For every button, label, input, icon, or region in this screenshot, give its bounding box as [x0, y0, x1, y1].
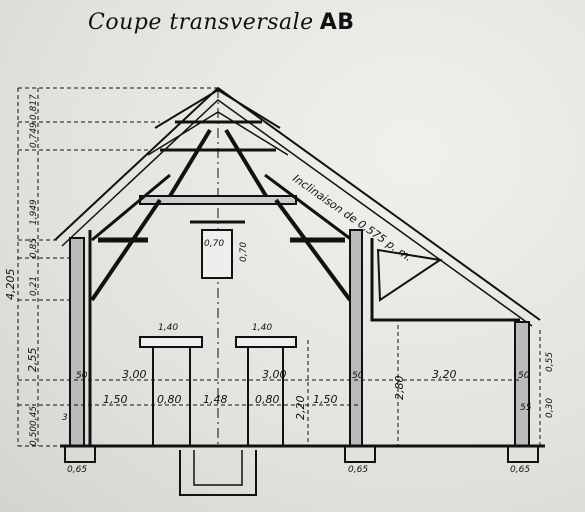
dim-row2-c: 1,48 — [203, 393, 228, 406]
dim-lantern: 0,749 — [29, 122, 39, 148]
dim-row1-f: 50 — [76, 371, 88, 381]
dim-row2-e: 1,50 — [313, 393, 338, 406]
dim-row2-b: 0,80 — [157, 393, 182, 406]
footing-left: 0,65 — [67, 465, 87, 475]
footing-middle: 0,65 — [348, 465, 368, 475]
dim-row2-d: 0,80 — [255, 393, 280, 406]
dim-row1-e: 50 — [518, 371, 530, 381]
dim-row1-b: 3,00 — [262, 368, 287, 381]
dim-row1-d: 3,20 — [432, 368, 457, 381]
dim-wall-height: 2,55 — [26, 348, 39, 373]
dim-small-3: 3 — [62, 413, 68, 423]
lantern-height: 0,70 — [239, 242, 249, 262]
dim-row2-a: 1,50 — [103, 393, 128, 406]
title-suffix: AB — [319, 10, 355, 35]
height-030: 0,30 — [545, 398, 555, 418]
dim-row1-a: 3,00 — [122, 368, 147, 381]
dim-row1-c: 50 — [352, 371, 364, 381]
title-text: Coupe transversale — [88, 10, 314, 35]
height-220: 2,20 — [294, 396, 307, 421]
dim-ridge: 0,817 — [29, 94, 39, 120]
roof-outline — [54, 86, 541, 321]
table-width-left: 1,40 — [158, 323, 178, 333]
dim-045: 0,45 — [29, 406, 39, 426]
height-055: 0,55 — [545, 352, 555, 372]
dim-small-55: 55 — [520, 403, 532, 413]
dim-050: 0,50 — [29, 426, 39, 446]
dim-021: 0,21 — [29, 276, 39, 296]
dim-085: 0,85 — [29, 238, 39, 258]
height-280: 2,80 — [393, 376, 406, 401]
lantern-width: 0,70 — [204, 239, 224, 249]
dim-total-height: 4,205 — [4, 269, 17, 301]
footing-right: 0,65 — [510, 465, 530, 475]
table-width-right: 1,40 — [252, 323, 272, 333]
dim-upper: 1,949 — [29, 199, 39, 225]
